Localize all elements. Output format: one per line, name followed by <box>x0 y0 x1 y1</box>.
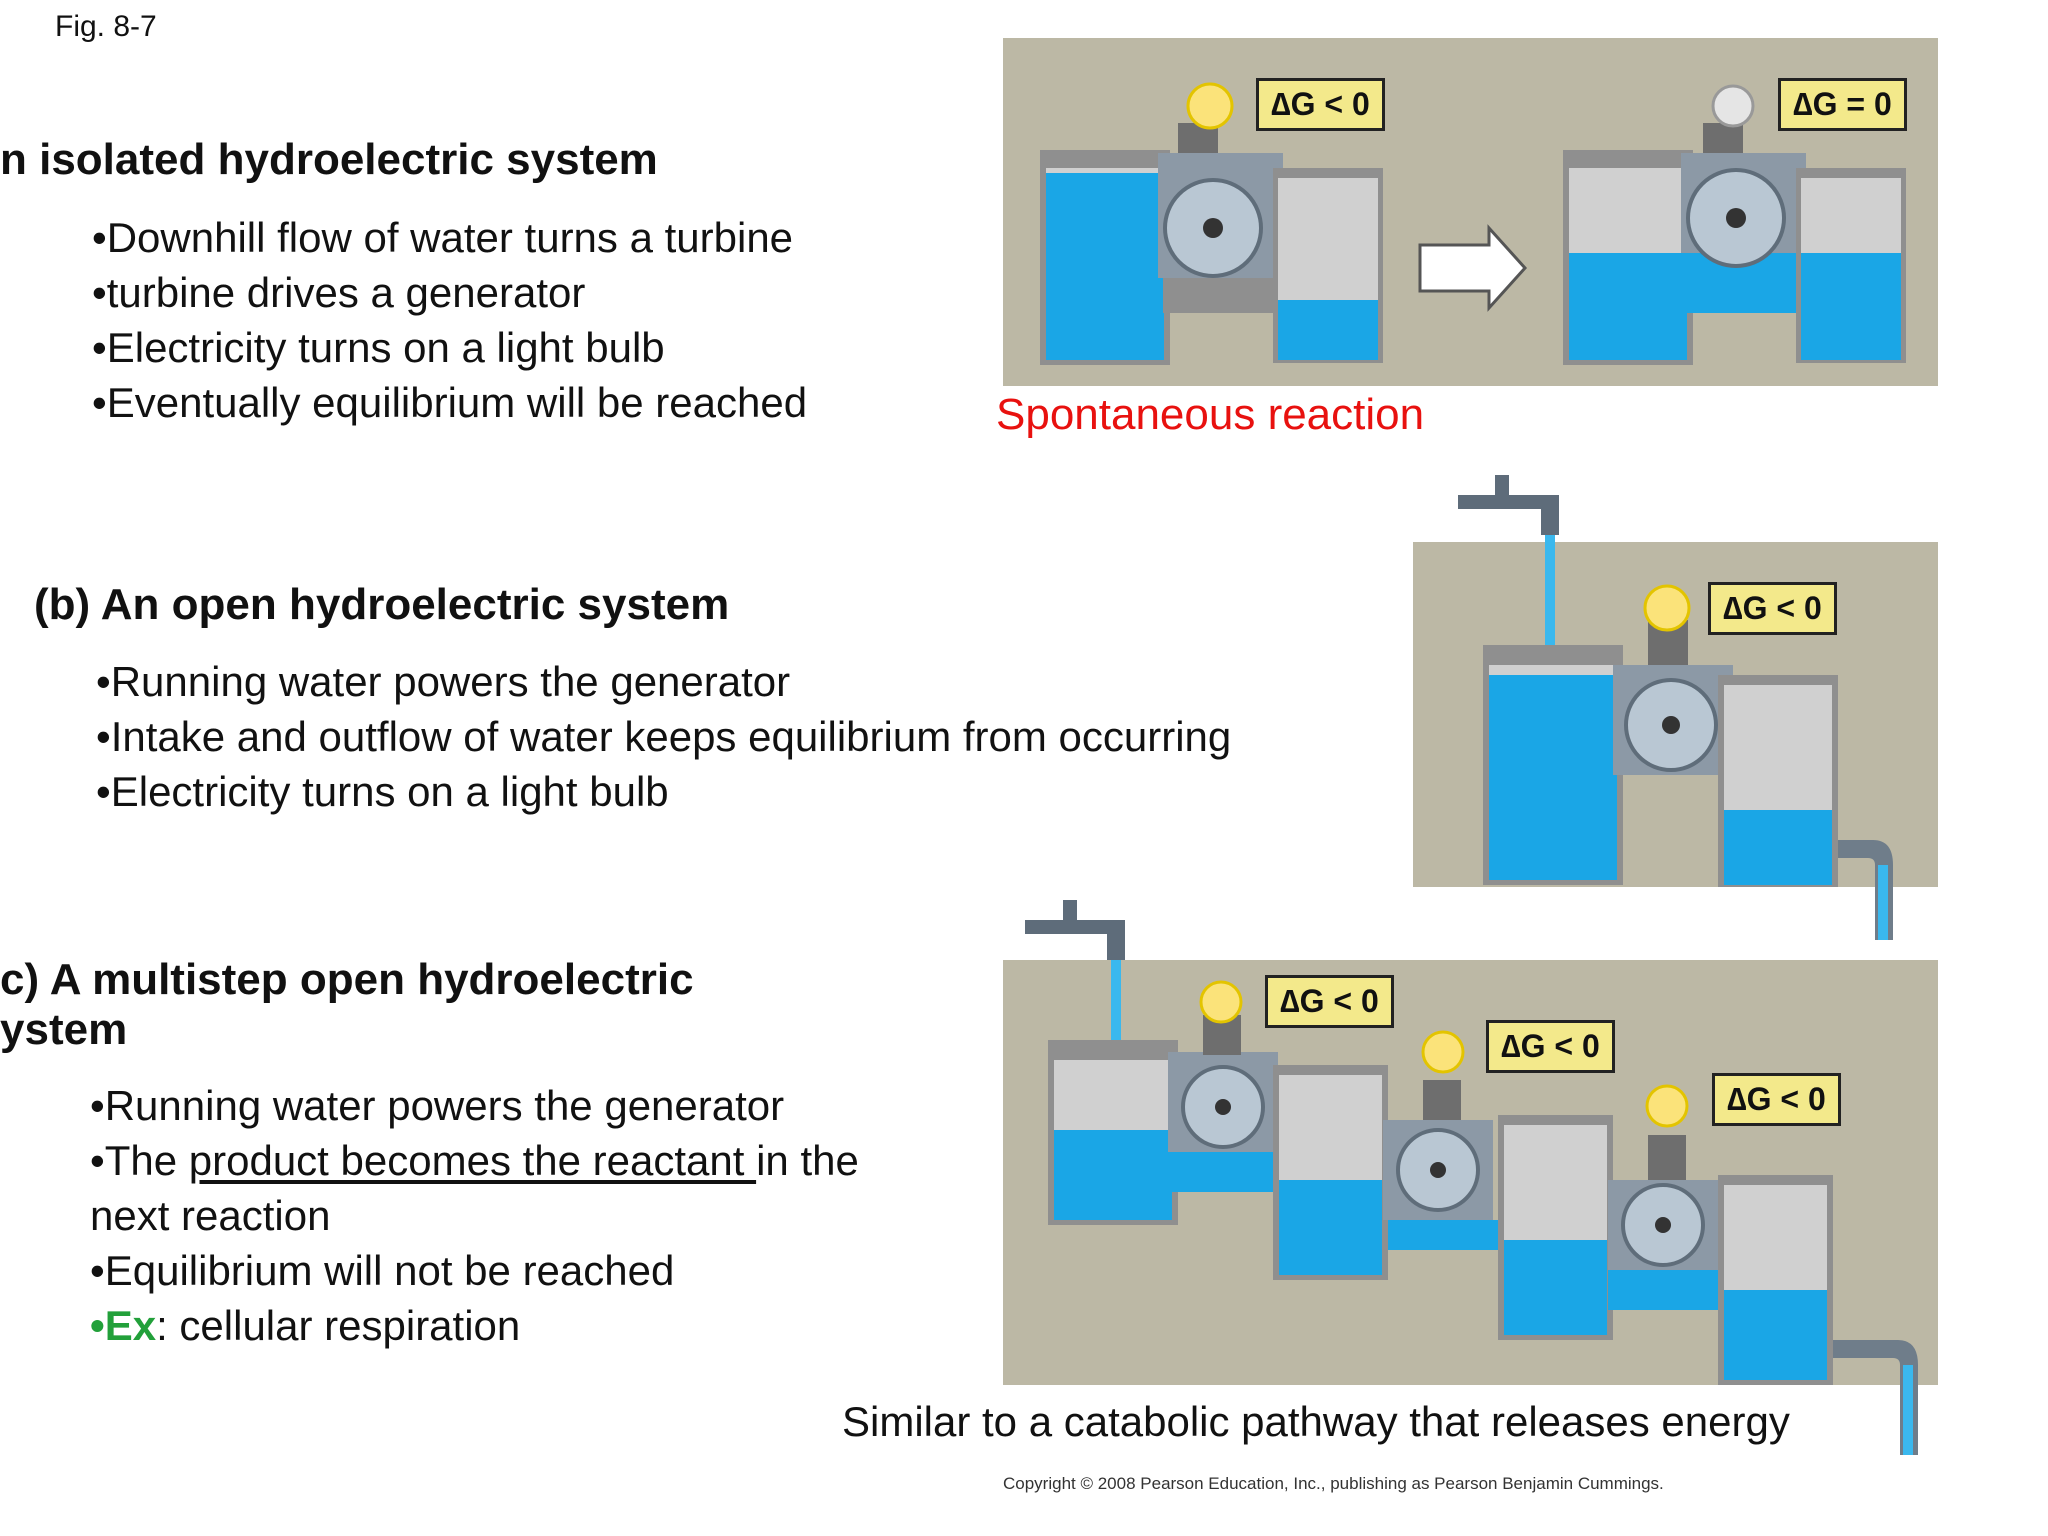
copyright-notice: Copyright © 2008 Pearson Education, Inc.… <box>1003 1474 1664 1493</box>
delta-g-label: ∆G = 0 <box>1778 78 1907 131</box>
bullet-item: •Ex: cellular respiration <box>90 1302 521 1349</box>
faucet-icon <box>1458 475 1559 535</box>
delta-g-label: ∆G < 0 <box>1712 1073 1841 1126</box>
delta-g-label: ∆G < 0 <box>1486 1020 1615 1073</box>
system-after <box>1563 84 1906 365</box>
bullet-item: •The product becomes the reactant in the <box>90 1137 859 1184</box>
bullet-item: •Running water powers the generator <box>90 1082 785 1129</box>
section-c-heading: c) A multistep open hydroelectric ystem <box>0 955 694 1054</box>
delta-g-label: ∆G < 0 <box>1256 78 1385 131</box>
bullet-item: •Electricity turns on a light bulb <box>92 324 665 371</box>
figure-label: Fig. 8-7 <box>55 10 157 43</box>
arrow-icon <box>1418 224 1528 312</box>
catabolic-caption: Similar to a catabolic pathway that rele… <box>842 1398 1790 1445</box>
section-b-heading: (b) An open hydroelectric system <box>34 580 730 629</box>
section-c-bullets: •Running water powers the generator •The… <box>90 1078 859 1353</box>
bullet-item: •Equilibrium will not be reached <box>90 1247 675 1294</box>
bullet-continuation: next reaction <box>90 1192 331 1239</box>
bullet-item: •Electricity turns on a light bulb <box>96 768 669 815</box>
section-a-bullets: •Downhill flow of water turns a turbine … <box>92 210 807 430</box>
bullet-item: •Eventually equilibrium will be reached <box>92 379 808 426</box>
isolated-system-diagram: ∆G < 0 ∆G = 0 <box>1003 38 1938 386</box>
delta-g-label: ∆G < 0 <box>1708 582 1837 635</box>
bullet-item: •Downhill flow of water turns a turbine <box>92 214 794 261</box>
spontaneous-caption: Spontaneous reaction <box>996 390 1425 439</box>
open-system-diagram: ∆G < 0 <box>1413 470 1938 940</box>
multistep-system-diagram: ∆G < 0 ∆G < 0 ∆G < 0 <box>1003 880 1938 1460</box>
open-system-illustration <box>1458 475 1893 940</box>
bullet-item: •Running water powers the generator <box>96 658 791 705</box>
faucet-icon <box>1025 900 1125 960</box>
bullet-item: •Intake and outflow of water keeps equil… <box>96 713 1232 760</box>
section-a-heading: n isolated hydroelectric system <box>0 135 658 184</box>
section-b-bullets: •Running water powers the generator •Int… <box>96 654 1231 819</box>
system-before <box>1040 82 1383 365</box>
multistep-system-illustration <box>1025 900 1918 1455</box>
delta-g-label: ∆G < 0 <box>1265 975 1394 1028</box>
bullet-item: •turbine drives a generator <box>92 269 586 316</box>
isolated-system-illustration <box>1040 82 1906 365</box>
